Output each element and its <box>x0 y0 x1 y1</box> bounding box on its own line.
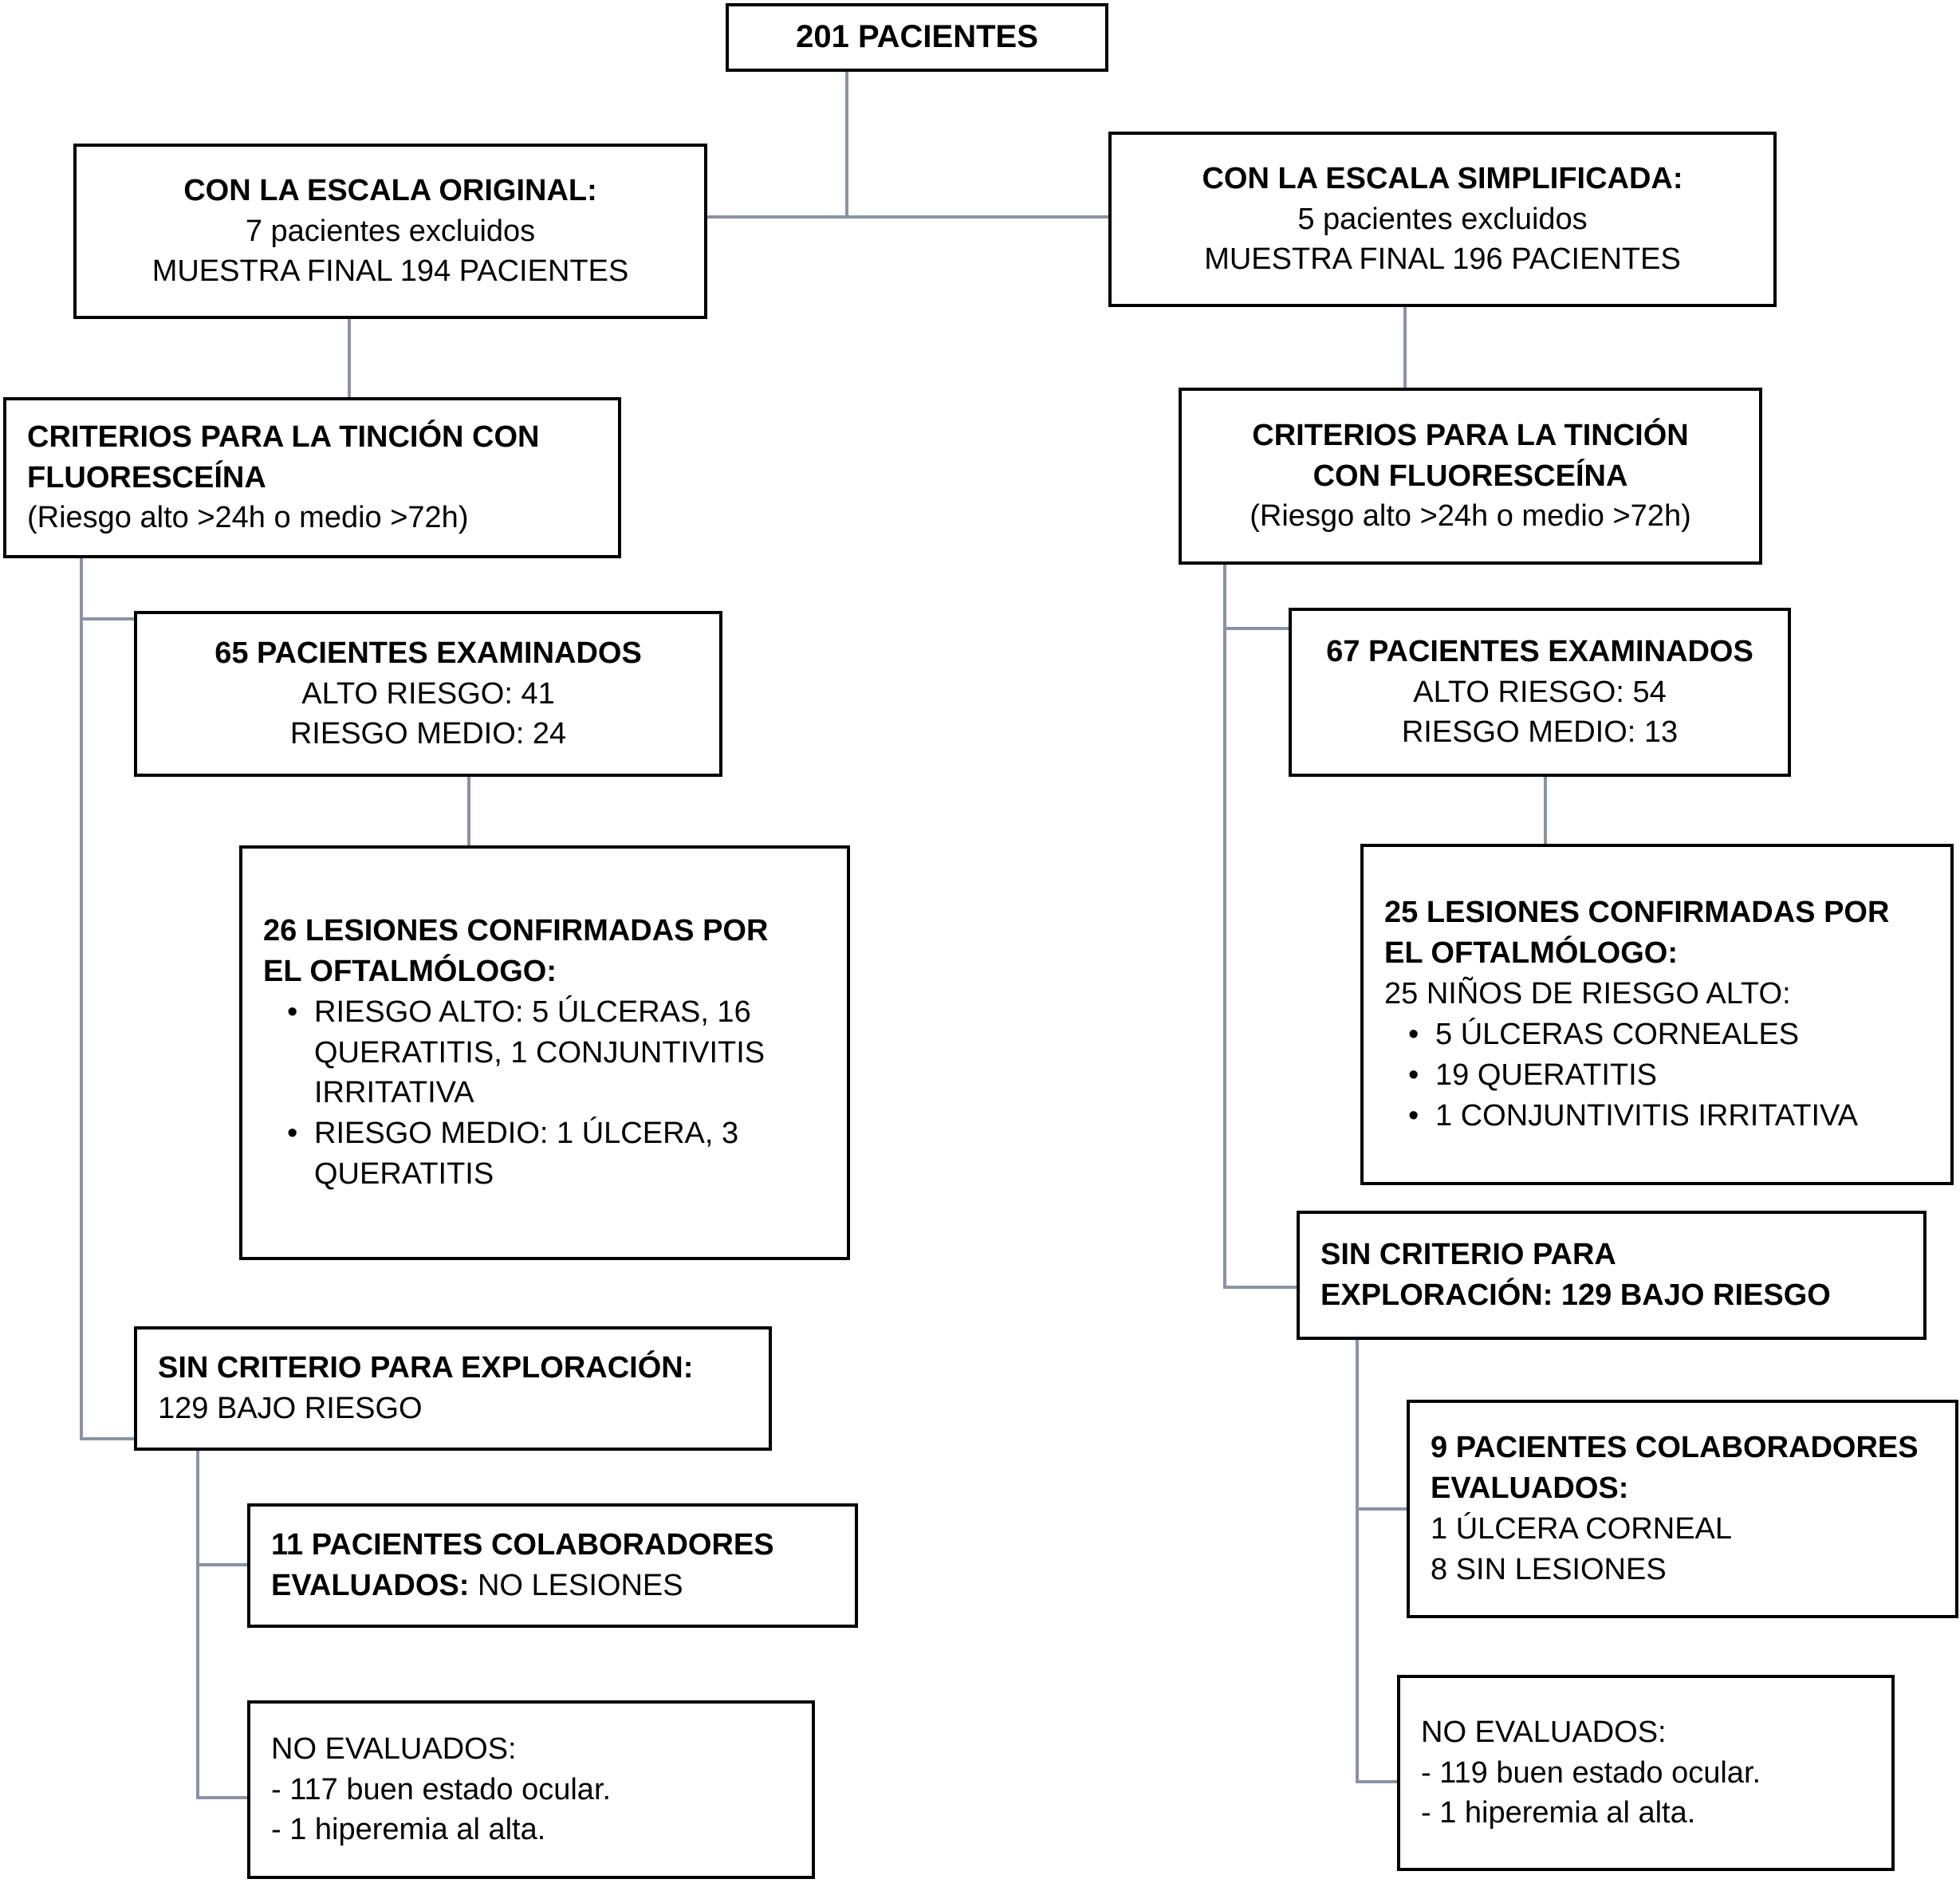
node-left-lesions[interactable]: 26 LESIONES CONFIRMADAS POR EL OFTALMÓLO… <box>239 845 850 1260</box>
right-scale-line3: MUESTRA FINAL 196 PACIENTES <box>1204 242 1681 277</box>
connector-right-examined-to-lesions <box>1544 775 1547 845</box>
right-lesions-line1: 25 LESIONES CONFIRMADAS POR <box>1384 896 1890 930</box>
connector-left-scale-to-criteria <box>348 317 351 399</box>
left-not-evaluated-line3: - 1 hiperemia al alta. <box>271 1813 546 1847</box>
left-lesions-bullet-2: RIESGO MEDIO: 1 ÚLCERA, 3 QUERATITIS <box>287 1113 826 1195</box>
right-no-criteria-line2: EXPLORACIÓN: 129 BAJO RIESGO <box>1320 1278 1831 1312</box>
left-examined-line1: 65 PACIENTES EXAMINADOS <box>214 636 642 670</box>
right-lesions-bullet-3: 1 CONJUNTIVITIS IRRITATIVA <box>1408 1096 1930 1136</box>
right-not-evaluated-line1: NO EVALUADOS: <box>1421 1715 1667 1749</box>
connector-left-nocriteria-spine <box>196 1448 199 1799</box>
right-lesions-line2: EL OFTALMÓLOGO: <box>1384 936 1678 971</box>
left-criteria-line3: (Riesgo alto >24h o medio >72h) <box>27 501 469 535</box>
node-left-no-criteria[interactable]: SIN CRITERIO PARA EXPLORACIÓN: 129 BAJO … <box>134 1326 772 1451</box>
total-patients-label: 201 PACIENTES <box>796 19 1038 55</box>
left-examined-line3: RIESGO MEDIO: 24 <box>289 717 567 751</box>
left-scale-line1: CON LA ESCALA ORIGINAL: <box>183 173 597 207</box>
left-scale-line3: MUESTRA FINAL 194 PACIENTES <box>152 254 629 289</box>
left-not-evaluated-line1: NO EVALUADOS: <box>271 1731 517 1766</box>
left-collaborators-rest: NO LESIONES <box>469 1569 683 1602</box>
node-left-examined[interactable]: 65 PACIENTES EXAMINADOS ALTO RIESGO: 41 … <box>134 611 722 777</box>
right-not-evaluated-line2: - 119 buen estado ocular. <box>1421 1755 1761 1790</box>
node-right-criteria[interactable]: CRITERIOS PARA LA TINCIÓN CON FLUORESCEÍ… <box>1179 388 1762 565</box>
left-examined-line2: ALTO RIESGO: 41 <box>301 676 555 711</box>
right-collaborators-line4: 8 SIN LESIONES <box>1431 1552 1667 1586</box>
connector-left-to-examined <box>80 617 136 620</box>
right-examined-line1: 67 PACIENTES EXAMINADOS <box>1326 634 1753 668</box>
left-no-criteria-line1: SIN CRITERIO PARA EXPLORACIÓN: <box>158 1351 694 1385</box>
left-no-criteria-line2: 129 BAJO RIESGO <box>158 1392 423 1425</box>
connector-left-to-nocriteria <box>80 1437 136 1440</box>
left-lesions-bullet-list: RIESGO ALTO: 5 ÚLCERAS, 16 QUERATITIS, 1… <box>263 992 826 1196</box>
connector-right-spine <box>1223 563 1226 1289</box>
left-scale-line2: 7 pacientes excluidos <box>245 214 536 248</box>
connector-right-to-examined <box>1223 627 1290 630</box>
node-right-collaborators[interactable]: 9 PACIENTES COLABORADORES EVALUADOS: 1 Ú… <box>1407 1400 1958 1618</box>
connector-left-to-notevaluated <box>196 1796 250 1799</box>
node-left-criteria[interactable]: CRITERIOS PARA LA TINCIÓN CON FLUORESCEÍ… <box>3 397 621 558</box>
connector-right-to-collaborators <box>1356 1507 1408 1511</box>
right-criteria-line2: CON FLUORESCEÍNA <box>1313 459 1628 493</box>
left-lesions-line1: 26 LESIONES CONFIRMADAS POR <box>263 913 769 947</box>
left-not-evaluated-line2: - 117 buen estado ocular. <box>271 1772 612 1806</box>
right-examined-line2: ALTO RIESGO: 54 <box>1413 675 1667 709</box>
connector-root-split <box>705 215 1110 219</box>
right-examined-line3: RIESGO MEDIO: 13 <box>1401 715 1679 750</box>
node-left-scale[interactable]: CON LA ESCALA ORIGINAL: 7 pacientes excl… <box>73 144 707 319</box>
right-collaborators-line1: 9 PACIENTES COLABORADORES <box>1431 1431 1919 1465</box>
node-right-no-criteria[interactable]: SIN CRITERIO PARA EXPLORACIÓN: 129 BAJO … <box>1297 1211 1927 1340</box>
right-not-evaluated-line3: - 1 hiperemia al alta. <box>1421 1796 1696 1830</box>
connector-right-to-nocriteria <box>1223 1286 1298 1289</box>
left-collaborators-text: 11 PACIENTES COLABORADORES EVALUADOS: NO… <box>271 1525 834 1606</box>
right-criteria-line3: (Riesgo alto >24h o medio >72h) <box>1250 499 1691 534</box>
right-no-criteria-line1: SIN CRITERIO PARA <box>1320 1238 1616 1272</box>
left-collaborators-bold: 11 PACIENTES COLABORADORES EVALUADOS: <box>271 1528 783 1602</box>
node-right-not-evaluated[interactable]: NO EVALUADOS: - 119 buen estado ocular. … <box>1397 1675 1895 1871</box>
connector-left-spine <box>80 557 83 1440</box>
connector-left-to-collaborators <box>196 1563 250 1566</box>
connector-right-nocriteria-spine <box>1356 1338 1359 1783</box>
right-lesions-line3: 25 NIÑOS DE RIESGO ALTO: <box>1384 977 1791 1011</box>
right-collaborators-line3: 1 ÚLCERA CORNEAL <box>1431 1512 1733 1546</box>
right-lesions-bullet-2: 19 QUERATITIS <box>1408 1055 1930 1096</box>
connector-right-scale-to-criteria <box>1403 305 1407 388</box>
connector-left-examined-to-lesions <box>467 775 470 847</box>
node-left-collaborators[interactable]: 11 PACIENTES COLABORADORES EVALUADOS: NO… <box>247 1503 858 1628</box>
node-right-examined[interactable]: 67 PACIENTES EXAMINADOS ALTO RIESGO: 54 … <box>1289 608 1791 777</box>
left-criteria-line1: CRITERIOS PARA LA TINCIÓN CON <box>27 420 540 454</box>
left-lesions-bullet-1: RIESGO ALTO: 5 ÚLCERAS, 16 QUERATITIS, 1… <box>287 992 826 1114</box>
right-criteria-line1: CRITERIOS PARA LA TINCIÓN <box>1252 418 1689 452</box>
left-lesions-line2: EL OFTALMÓLOGO: <box>263 954 557 988</box>
right-collaborators-line2: EVALUADOS: <box>1431 1471 1629 1506</box>
node-right-lesions[interactable]: 25 LESIONES CONFIRMADAS POR EL OFTALMÓLO… <box>1360 844 1954 1185</box>
right-scale-line2: 5 pacientes excluidos <box>1297 202 1588 236</box>
node-right-scale[interactable]: CON LA ESCALA SIMPLIFICADA: 5 pacientes … <box>1108 132 1777 307</box>
right-scale-line1: CON LA ESCALA SIMPLIFICADA: <box>1202 161 1683 195</box>
connector-root-down <box>845 69 848 217</box>
node-left-not-evaluated[interactable]: NO EVALUADOS: - 117 buen estado ocular. … <box>247 1700 815 1879</box>
node-total-patients[interactable]: 201 PACIENTES <box>726 3 1108 72</box>
connector-right-to-notevaluated <box>1356 1780 1399 1783</box>
left-criteria-line2: FLUORESCEÍNA <box>27 460 266 494</box>
right-lesions-bullet-1: 5 ÚLCERAS CORNEALES <box>1408 1014 1930 1055</box>
right-lesions-bullet-list: 5 ÚLCERAS CORNEALES 19 QUERATITIS 1 CONJ… <box>1384 1014 1930 1136</box>
